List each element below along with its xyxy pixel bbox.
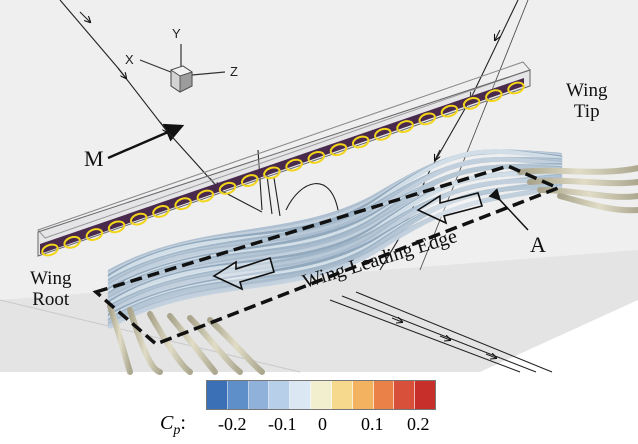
cylinder-ring: [41, 243, 59, 257]
axis-label-x: X: [125, 52, 134, 67]
colorbar-cell: [290, 381, 312, 409]
cylinder-ring: [263, 166, 281, 180]
region-A-outline: [92, 164, 563, 347]
colorbar-cell: [311, 381, 332, 409]
cylinder-ring: [63, 235, 81, 249]
colorbar-cell: [269, 381, 291, 409]
colorbar-label: Cp:: [160, 412, 186, 438]
flow-arrows: [212, 192, 484, 291]
cylinder-ring: [174, 197, 192, 211]
colorbar-tick: 0: [318, 414, 327, 434]
colorbar-cell: [331, 381, 353, 409]
cylinder-ring: [130, 212, 148, 226]
cylinder-ring: [285, 158, 303, 172]
colorbar-tick: -0.1: [268, 414, 297, 434]
colorbar-tick: -0.2: [218, 414, 247, 434]
cylinder-ring: [329, 143, 348, 157]
cylinder-ring: [218, 181, 237, 195]
label-A-pointer: [488, 188, 529, 231]
colorbar-cell: [373, 381, 395, 409]
pressure-colorbar: [206, 380, 436, 410]
cylinder-ring: [351, 135, 370, 149]
cylinder-ring: [107, 220, 126, 234]
colorbar-cell: [352, 381, 374, 409]
cylinder-ring: [507, 81, 525, 95]
cylinder-ring: [152, 205, 170, 218]
cylinder-ring: [418, 112, 436, 126]
axis-label-y: Y: [172, 26, 181, 41]
colorbar-tick: 0.2: [407, 414, 430, 434]
cylinder-ring: [440, 104, 459, 118]
freestream-label-M: M: [84, 146, 104, 171]
cylinder-ring: [396, 120, 414, 133]
cylinder-ring: [240, 174, 259, 187]
colorbar-tick: 0.1: [361, 414, 384, 434]
region-label-A: A: [530, 232, 546, 257]
colorbar-cell: [248, 381, 270, 409]
cylinder-ring: [462, 97, 481, 110]
cylinder-ring: [374, 127, 392, 141]
colorbar-cell: [207, 381, 228, 409]
cylinder-ring: [85, 228, 104, 241]
cylinder-ring: [307, 151, 326, 164]
cylinder-array: [37, 61, 531, 257]
axis-label-z: Z: [230, 64, 238, 79]
colorbar-cell: [415, 381, 435, 409]
axis-triad: [139, 44, 226, 93]
colorbar-cell: [394, 381, 416, 409]
colorbar-cell: [227, 381, 249, 409]
cylinder-ring: [196, 189, 215, 203]
cylinder-ring: [485, 89, 503, 103]
freestream-arrow: [107, 123, 185, 160]
